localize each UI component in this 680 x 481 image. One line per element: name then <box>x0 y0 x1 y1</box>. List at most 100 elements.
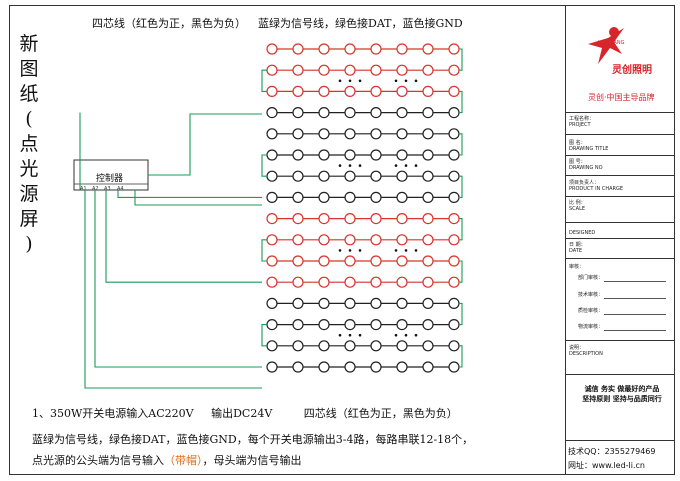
led-pixel-node <box>422 234 434 246</box>
divider <box>565 258 675 259</box>
led-pixel-node <box>422 43 434 55</box>
led-pixel-node <box>448 255 460 267</box>
led-pixel-node <box>448 361 460 373</box>
feed-line <box>117 190 262 198</box>
led-pixel-node <box>448 191 460 203</box>
note-line-3: 点光源的公头端为信号输入（带帽），母头端为信号输出 <box>32 452 302 468</box>
field-in-charge: 项目负责人：PRODUCT IN CHARGE <box>569 180 624 192</box>
motto-line-1: 诚信 务实 做最好的产品 <box>584 385 660 393</box>
title-char: ( <box>25 108 33 130</box>
led-pixel-node <box>344 361 356 373</box>
ellipsis-dot <box>394 333 398 337</box>
title-char: 源 <box>19 183 39 205</box>
signoff-logistics: 物流审核： <box>578 324 604 330</box>
feed-line <box>148 113 262 176</box>
note-signal-input: 点光源的公头端为信号输入 <box>32 454 164 467</box>
led-pixel-node <box>370 234 382 246</box>
led-pixel-node <box>396 106 408 119</box>
vertical-title: 新 图 纸 ( 点 光 源 屏 ) <box>16 32 42 257</box>
led-pixel-node <box>448 340 460 352</box>
note-power-output: 输出DC24V <box>211 407 273 420</box>
serpentine-link <box>459 218 463 241</box>
ellipsis-dot <box>358 164 362 167</box>
divider <box>565 112 675 113</box>
led-pixel-node <box>266 106 278 119</box>
led-pixel-node <box>422 64 434 76</box>
ellipsis-dot <box>348 79 352 83</box>
led-pixel-node <box>292 255 304 267</box>
led-pixel-node <box>396 276 408 288</box>
led-pixel-node <box>396 361 408 373</box>
led-pixel-node <box>422 340 434 352</box>
note-line-2: 蓝绿为信号线，绿色接DAT，蓝色接GND，每个开关电源输出3-4路，每路串联12… <box>32 433 474 446</box>
serpentine-link <box>261 324 267 347</box>
led-pixel-node <box>292 340 304 352</box>
led-pixel-node <box>422 255 434 267</box>
led-pixel-node <box>396 43 408 55</box>
signature-line <box>604 281 666 282</box>
led-pixel-node <box>396 213 408 225</box>
field-scale: 比 例：SCALE <box>569 200 586 212</box>
led-pixel-node <box>448 128 460 140</box>
review-label: 审核： <box>569 264 585 270</box>
led-pixel-node <box>344 128 356 140</box>
led-pixel-node <box>266 276 278 288</box>
led-pixel-node <box>422 128 434 140</box>
note-cap: （带帽） <box>164 454 203 467</box>
note-line-1: 1、350W开关电源输入AC220V 输出DC24V 四芯线（红色为正，黑色为负… <box>32 405 458 421</box>
led-pixel-node <box>422 85 434 98</box>
led-pixel-node <box>370 340 382 352</box>
led-pixel-node <box>370 191 382 203</box>
led-pixel-node <box>396 191 408 203</box>
led-pixel-node <box>318 234 330 246</box>
led-pixel-node <box>448 149 460 161</box>
feed-line <box>94 190 262 368</box>
serpentine-link <box>459 175 463 198</box>
led-pixel-node <box>396 85 408 98</box>
ellipsis-dot <box>358 79 362 83</box>
led-pixel-node <box>396 128 408 140</box>
ellipsis-dot <box>414 79 418 83</box>
drawing-frame <box>9 5 675 475</box>
led-pixel-node <box>344 170 356 182</box>
led-pixel-node <box>292 361 304 373</box>
led-pixel-node <box>344 149 356 161</box>
led-pixel-node <box>318 64 330 76</box>
led-pixel-node <box>396 255 408 267</box>
title-char: 新 <box>19 33 39 55</box>
field-designed: DESIGNED <box>569 230 596 236</box>
led-pixel-node <box>292 64 304 76</box>
led-pixel-node <box>318 191 330 203</box>
led-pixel-node <box>422 361 434 373</box>
led-pixel-node <box>448 106 460 119</box>
feed-line <box>105 190 262 283</box>
ellipsis-dot <box>414 249 418 252</box>
ellipsis-dot <box>338 333 342 337</box>
led-pixel-node <box>370 297 382 309</box>
led-pixel-node <box>292 85 304 98</box>
led-pixel-node <box>266 170 278 182</box>
serpentine-link <box>261 154 267 177</box>
led-pixel-node <box>370 43 382 55</box>
ellipsis-dot <box>404 249 408 252</box>
ellipsis-dot <box>404 333 408 337</box>
title-char: 点 <box>19 133 39 155</box>
led-pixel-node <box>318 319 330 331</box>
led-pixel-node <box>344 213 356 225</box>
led-pixel-node <box>370 361 382 373</box>
signal-note: 蓝绿为信号线，绿色接DAT，蓝色接GND <box>258 17 463 30</box>
feed-line <box>134 190 262 206</box>
led-pixel-node <box>370 170 382 182</box>
led-pixel-node <box>292 276 304 288</box>
led-pixel-node <box>266 234 278 246</box>
logo-slogan: 灵创·中国主导品牌 <box>588 93 655 102</box>
ellipsis-dot <box>338 249 342 252</box>
signature-line <box>604 298 666 299</box>
feed-line <box>84 190 262 389</box>
led-pixel-node <box>292 43 304 55</box>
signature-line <box>604 330 666 331</box>
led-pixel-node <box>292 213 304 225</box>
led-pixel-node <box>422 319 434 331</box>
led-pixel-node <box>318 85 330 98</box>
